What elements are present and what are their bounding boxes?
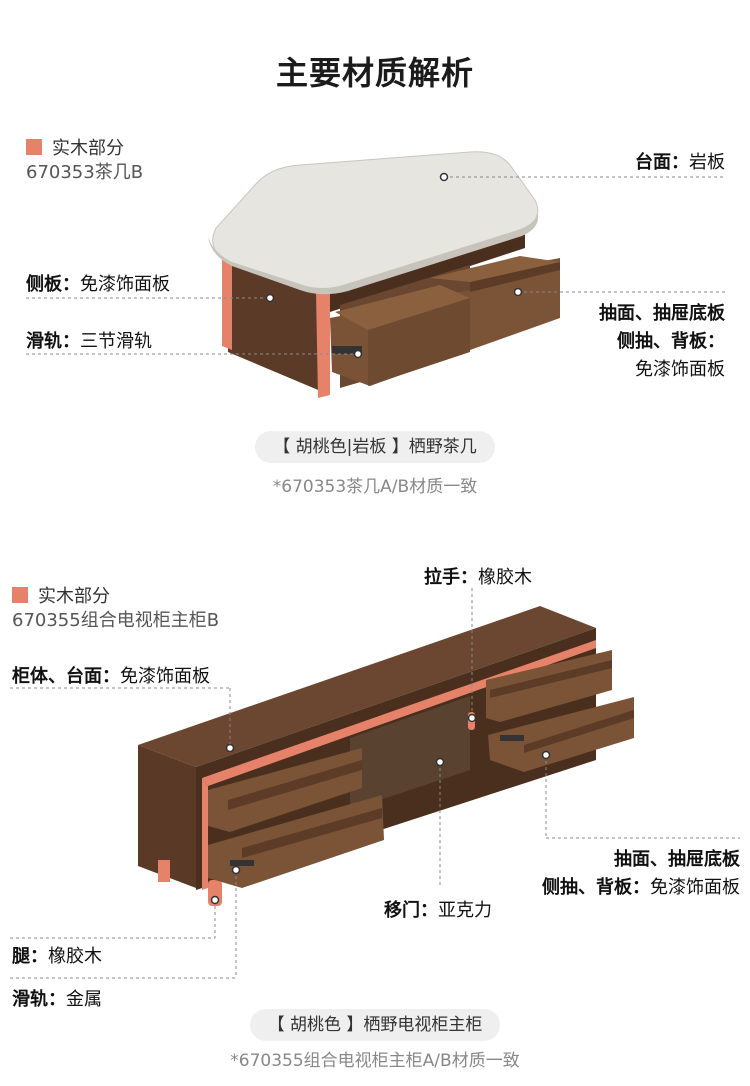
legend-solid-wood: 实木部分 (26, 134, 124, 160)
legend-label: 实木部分 (38, 586, 110, 607)
legend-swatch (12, 587, 28, 603)
callout-cabinet-body: 柜体、台面：免漆饰面板 (12, 666, 210, 687)
coffee-table-callouts (26, 176, 725, 355)
callout-slide-rail: 滑轨：三节滑轨 (26, 331, 152, 352)
callout-sliding-door: 移门：亚克力 (384, 900, 492, 921)
callout-tabletop: 台面：岩板 (635, 152, 725, 173)
material-note: *670355组合电视柜主柜A/B材质一致 (230, 1051, 520, 1071)
legend-swatch (26, 139, 42, 155)
callout-drawer: 抽面、抽屉底板 侧抽、背板： 免漆饰面板 (599, 303, 725, 380)
page-title: 主要材质解析 (275, 54, 474, 92)
model-code: 670353茶几B (26, 162, 144, 183)
tv-cabinet-image (138, 606, 634, 906)
legend-solid-wood: 实木部分 (12, 582, 110, 608)
coffee-table-image (208, 151, 560, 398)
callout-leg: 腿：橡胶木 (12, 946, 102, 967)
product-tag: 【 胡桃色|岩板 】栖野茶几 (255, 431, 495, 463)
callout-drawer: 抽面、抽屉底板 侧抽、背板：免漆饰面板 (542, 849, 740, 898)
material-note: *670353茶几A/B材质一致 (272, 477, 478, 497)
callout-slide-rail: 滑轨：金属 (12, 989, 102, 1010)
callout-side-panel: 侧板：免漆饰面板 (26, 274, 170, 295)
product-tag: 【 胡桃色 】栖野电视柜主柜 (249, 1009, 501, 1041)
legend-label: 实木部分 (52, 138, 124, 159)
tv-cabinet-callouts (10, 588, 740, 979)
model-code: 670355组合电视柜主柜B (12, 610, 220, 631)
callout-handle: 拉手：橡胶木 (424, 567, 532, 588)
